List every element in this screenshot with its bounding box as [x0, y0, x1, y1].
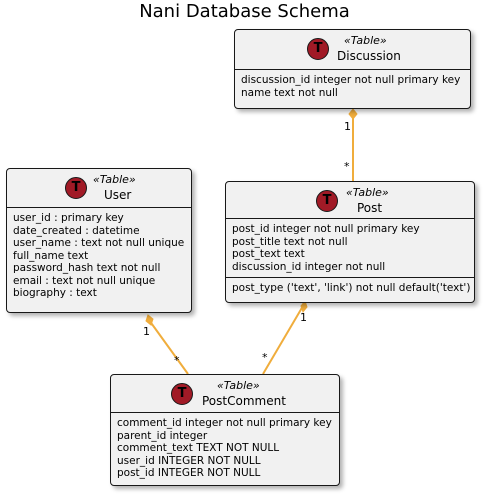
field-row: user_name : text not null unique — [13, 237, 185, 249]
field-row: discussion_id integer not null — [232, 260, 386, 273]
mult-user-1: 1 — [143, 325, 150, 338]
table-stereotype: «Table» — [346, 186, 389, 199]
field-list: user_id : primary key date_created : dat… — [7, 208, 191, 304]
table-header: T «Table» PostComment — [111, 375, 339, 412]
field-row: comment_id integer not null primary key — [117, 417, 332, 429]
table-name: User — [104, 188, 132, 202]
table-header: T «Table» Discussion — [235, 30, 470, 69]
composition-diamond-discussion — [348, 108, 358, 120]
table-header: T «Table» Post — [226, 182, 474, 218]
table-header: T «Table» User — [7, 169, 191, 207]
field-row: post_title text not null — [232, 235, 348, 248]
table-stereotype: «Table» — [344, 34, 387, 47]
field-row: biography : text — [13, 287, 97, 299]
field-row: user_id INTEGER NOT NULL — [117, 454, 261, 467]
divider — [235, 69, 470, 70]
table-icon: T — [316, 190, 338, 212]
mult-postcomment-many-b: * — [262, 351, 268, 364]
field-row: date_created : datetime — [13, 224, 140, 237]
diagram-title: Nani Database Schema — [139, 1, 350, 22]
field-row: email : text not null unique — [13, 274, 156, 287]
table-postcomment[interactable]: T «Table» PostComment comment_id integer… — [110, 374, 340, 486]
table-stereotype: «Table» — [217, 379, 260, 392]
table-stereotype: «Table» — [93, 173, 136, 186]
relation-post-postcomment — [262, 305, 304, 375]
field-row: full_name text — [13, 249, 89, 262]
field-row: discussion_id integer not null primary k… — [241, 74, 461, 86]
relation-user-postcomment — [148, 319, 189, 375]
field-row: comment_text TEXT NOT NULL — [117, 442, 280, 454]
field-row: parent_id integer — [117, 429, 208, 442]
method-list: post_type ('text', 'link') not null defa… — [226, 278, 474, 299]
table-icon: T — [65, 177, 87, 199]
mult-postcomment-many-a: * — [174, 354, 180, 367]
divider — [7, 207, 191, 208]
table-icon: T — [307, 38, 329, 60]
table-name: Discussion — [337, 49, 401, 63]
field-row: post_text text — [232, 248, 305, 260]
composition-diamond-post — [300, 299, 308, 314]
table-discussion[interactable]: T «Table» Discussion discussion_id integ… — [234, 29, 471, 109]
table-user[interactable]: T «Table» User user_id : primary key dat… — [6, 168, 192, 313]
composition-diamond-user — [145, 314, 154, 326]
divider — [226, 277, 474, 278]
field-row: name text not null — [241, 86, 338, 99]
divider — [111, 412, 339, 413]
mult-discussion-1: 1 — [344, 120, 351, 133]
table-post[interactable]: T «Table» Post post_id integer not null … — [225, 181, 475, 303]
field-list: discussion_id integer not null primary k… — [235, 70, 470, 103]
method-row: post_type ('text', 'link') not null defa… — [232, 282, 471, 294]
mult-post-1: 1 — [300, 311, 307, 324]
table-name: PostComment — [202, 394, 286, 408]
field-list: comment_id integer not null primary key … — [111, 413, 339, 484]
divider — [226, 218, 474, 219]
mult-post-many: * — [344, 160, 350, 173]
table-icon: T — [171, 383, 193, 405]
field-list: post_id integer not null primary key pos… — [226, 219, 474, 277]
field-row: user_id : primary key — [13, 212, 124, 224]
field-row: post_id INTEGER NOT NULL — [117, 467, 261, 479]
field-row: post_id integer not null primary key — [232, 223, 420, 235]
table-name: Post — [357, 201, 383, 215]
field-row: password_hash text not null — [13, 262, 161, 274]
